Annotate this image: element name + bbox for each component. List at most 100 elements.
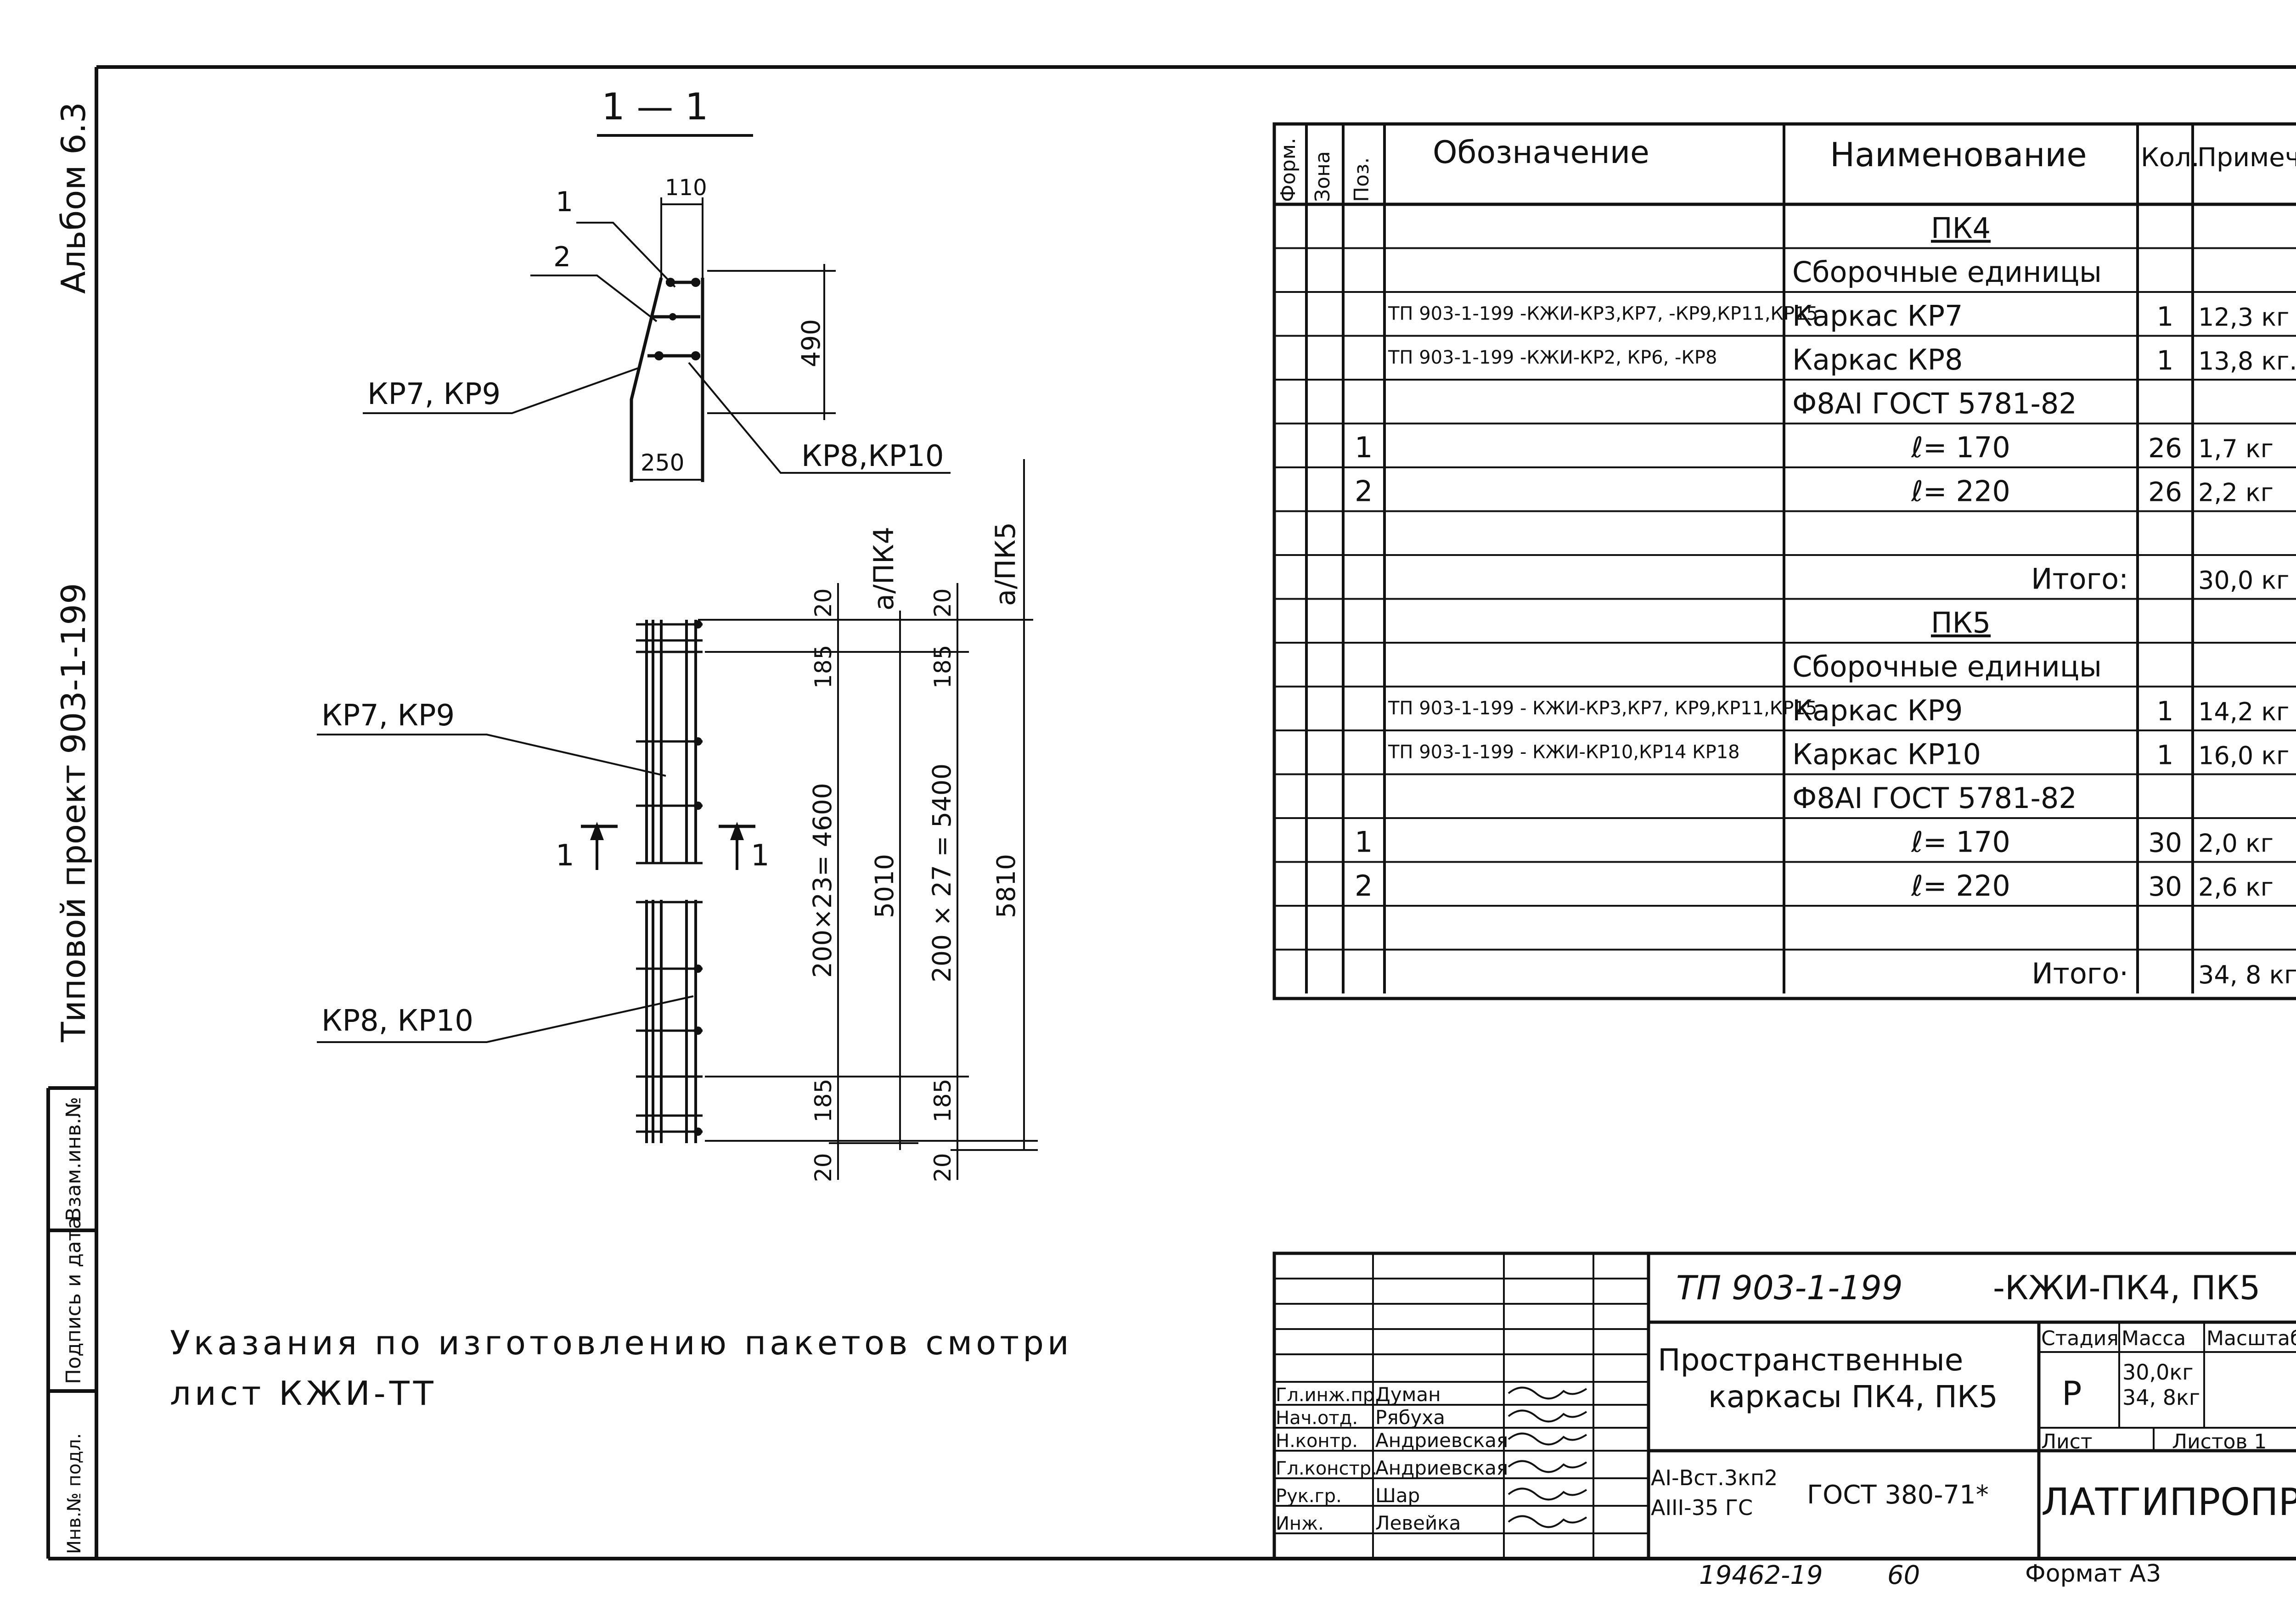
section-dim-top: 110 — [665, 175, 707, 201]
cut-label-right: 1 — [751, 839, 770, 873]
spec-cell-note: 34, 8 кг — [2198, 960, 2296, 989]
spec-cell-designation: ТП 903-1-199 -КЖИ-КР2, КР6, -КР8 — [1388, 347, 1717, 368]
signature-scribble — [1508, 1386, 1587, 1400]
pk5-dim-middle: 200 × 27 = 5400 — [927, 763, 957, 982]
spec-cell-name: ℓ= 220 — [1911, 475, 2010, 508]
tb-mass-label: Масса — [2122, 1327, 2186, 1350]
tb-code: ТП 903-1-199 — [1676, 1268, 1903, 1307]
tb-person: Думан — [1375, 1383, 1441, 1406]
elevation-view: КР7, КР9 КР8, КР10 1 1 20 185 20 — [317, 459, 1038, 1182]
album-label: Альбом 6.3 — [54, 102, 93, 294]
spec-cell-qty: 26 — [2148, 477, 2182, 508]
tb-stage: Р — [2062, 1374, 2082, 1413]
pk4-dim-185b: 185 — [810, 1079, 837, 1122]
tb-bottom-page: 60 — [1887, 1560, 1920, 1590]
note-line-1: Указания по изготовлению пакетов смотри — [170, 1324, 1073, 1362]
spec-cell-note: 2,6 кг — [2198, 873, 2273, 902]
tb-stage-label: Стадия — [2041, 1327, 2119, 1350]
pk5-header: а/ПК5 — [990, 522, 1022, 606]
spec-cell-name: Каркас КР10 — [1792, 738, 1981, 771]
spec-cell-name: Сборочные единицы — [1792, 255, 2102, 289]
spec-cell-name: ПК4 — [1931, 212, 1991, 245]
dim-column-pk5: 20 185 200 × 27 = 5400 185 20 5810 а/ПК5 — [918, 459, 1038, 1182]
sheet-frame — [46, 65, 2296, 1560]
stamp-signature-label: Подпись и дата — [62, 1217, 85, 1384]
spec-cell-name: Итого· — [2032, 957, 2128, 990]
pk4-header: а/ПК4 — [868, 527, 900, 611]
spec-cell-name: ℓ= 170 — [1911, 431, 2010, 464]
note-line-2: лист КЖИ-ТТ — [170, 1374, 437, 1413]
spec-cell-qty: 1 — [2157, 301, 2174, 332]
tb-scale-label: Масштаб — [2206, 1327, 2296, 1350]
title-block: ТП 903-1-199 -КЖИ-ПК4, ПК5 Пространствен… — [1272, 1251, 2296, 1590]
tb-role: Рук.гр. — [1276, 1486, 1342, 1507]
spec-cell-pos: 1 — [1355, 825, 1373, 859]
spec-cell-qty: 26 — [2148, 432, 2182, 464]
spec-cell-qty: 1 — [2157, 345, 2174, 376]
tb-name-1: Пространственные — [1658, 1342, 1963, 1378]
pk4-dim-top: 20 — [810, 588, 837, 617]
tb-sheet-label: Лист — [2041, 1430, 2093, 1453]
spec-cell-note: 13,8 кг. — [2198, 347, 2296, 376]
tb-role: Н.контр. — [1276, 1431, 1358, 1452]
pk5-dim-185a: 185 — [929, 645, 956, 689]
pk5-dim-top: 20 — [929, 588, 956, 617]
tb-role: Нач.отд. — [1276, 1408, 1358, 1429]
section-dim-height: 490 — [796, 319, 826, 367]
spec-cell-designation: ТП 903-1-199 -КЖИ-КР3,КР7, -КР9,КР11,КР1… — [1388, 303, 1818, 325]
spec-cell-name: Ф8АI ГОСТ 5781-82 — [1792, 387, 2077, 421]
stamp-inv-label: Взам.инв.№ — [62, 1097, 85, 1221]
spec-cell-name: Сборочные единицы — [1792, 650, 2102, 684]
pk5-dim-185b: 185 — [929, 1079, 956, 1122]
section-label-kr7: КР7, КР9 — [367, 377, 501, 411]
spec-cell-note: 14,2 кг — [2198, 697, 2289, 726]
elev-label-kr8: КР8, КР10 — [321, 1004, 473, 1038]
spec-cell-pos: 2 — [1355, 475, 1373, 508]
tb-code-suffix: -КЖИ-ПК4, ПК5 — [1993, 1268, 2260, 1307]
spec-cell-qty: 30 — [2148, 827, 2182, 858]
spec-header-designation: Обозначение — [1433, 135, 1649, 171]
spec-cell-note: 1,7 кг — [2198, 434, 2273, 463]
stamp-original-label: Инв.№ подл. — [64, 1433, 85, 1554]
tb-bottom-number: 19462-19 — [1699, 1560, 1823, 1590]
tb-steel-1: АI-Вст.3кп2 — [1651, 1465, 1778, 1490]
section-label-kr8: КР8,КР10 — [801, 439, 944, 473]
spec-cell-name: Каркас КР9 — [1792, 694, 1963, 727]
spec-cell-pos: 2 — [1355, 869, 1373, 903]
tb-format: Формат А3 — [2025, 1560, 2161, 1588]
tb-name-2: каркасы ПК4, ПК5 — [1708, 1379, 1998, 1414]
signature-scribble — [1508, 1432, 1587, 1446]
tb-person: Андриевская — [1375, 1457, 1508, 1479]
section-title: 1 — 1 — [602, 85, 709, 128]
spec-header-zone: Зона — [1311, 151, 1334, 202]
cut-label-left: 1 — [556, 839, 574, 873]
pk4-dim-total: 5010 — [870, 854, 899, 918]
spec-cell-pos: 1 — [1355, 431, 1373, 464]
spec-header-note: Примеч. — [2197, 143, 2296, 173]
section-pos-1: 1 — [556, 186, 573, 218]
spec-header-qty: Кол. — [2141, 143, 2200, 173]
spec-cell-designation: ТП 903-1-199 - КЖИ-КР3,КР7, КР9,КР11,КР1… — [1388, 698, 1817, 719]
pk5-dim-total: 5810 — [991, 854, 1021, 918]
elev-label-kr7: КР7, КР9 — [321, 699, 455, 733]
spec-cell-designation: ТП 903-1-199 - КЖИ-КР10,КР14 КР18 — [1388, 742, 1740, 763]
tb-person: Рябуха — [1375, 1406, 1445, 1429]
spec-header-pos: Поз. — [1350, 157, 1373, 202]
spec-cell-qty: 1 — [2157, 696, 2174, 727]
spec-cell-qty: 30 — [2148, 871, 2182, 902]
dim-column-pk4: 20 185 200×23= 4600 185 20 5010 а/ПК4 — [808, 527, 918, 1182]
section-1-1: 1 — 1 110 490 250 1 2 КР7, КР9 — [363, 85, 951, 482]
pk5-dim-bottom: 20 — [929, 1153, 956, 1182]
pk4-dim-middle: 200×23= 4600 — [808, 783, 837, 978]
tb-gost: ГОСТ 380-71* — [1807, 1480, 1989, 1510]
tb-sheets-label: Листов 1 — [2172, 1430, 2267, 1453]
spec-cell-name: Каркас КР8 — [1792, 343, 1963, 376]
tb-person: Андриевская — [1375, 1429, 1508, 1452]
spec-cell-note: 2,0 кг — [2198, 829, 2273, 858]
signature-scribble — [1508, 1409, 1587, 1423]
tb-role: Инж. — [1276, 1513, 1324, 1534]
spec-cell-name: ℓ= 220 — [1911, 869, 2010, 903]
spec-cell-qty: 1 — [2157, 740, 2174, 771]
tb-mass-2: 34, 8кг — [2122, 1385, 2200, 1410]
